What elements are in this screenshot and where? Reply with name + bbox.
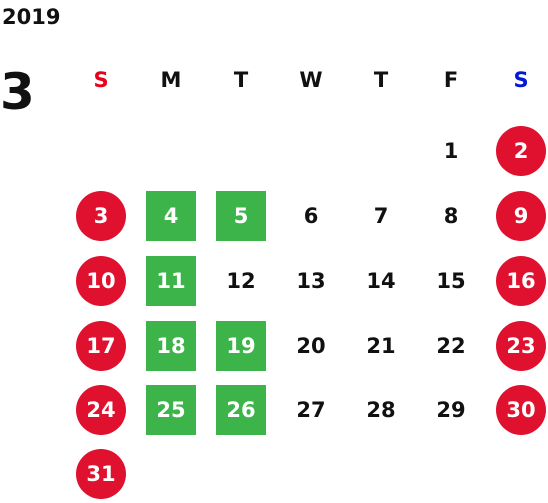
day-cell[interactable]: 4 [146,191,196,241]
weekday-sunday: S [93,68,109,92]
year-label: 2019 [2,5,61,29]
day-cell[interactable]: 22 [436,334,466,358]
day-cell[interactable]: 27 [296,398,326,422]
day-cell[interactable]: 5 [216,191,266,241]
day-cell[interactable]: 13 [296,269,326,293]
day-cell[interactable]: 30 [496,385,546,435]
day-cell[interactable]: 10 [76,256,126,306]
day-cell[interactable]: 21 [366,334,396,358]
day-cell[interactable]: 24 [76,385,126,435]
weekday-tuesday: T [233,68,249,92]
day-cell[interactable]: 6 [303,204,319,228]
day-cell[interactable]: 11 [146,256,196,306]
day-cell[interactable]: 20 [296,334,326,358]
weekday-friday: F [443,68,459,92]
day-cell[interactable]: 19 [216,321,266,371]
weekday-monday: M [160,68,182,92]
day-cell[interactable]: 23 [496,321,546,371]
day-cell[interactable]: 2 [496,126,546,176]
weekday-wednesday: W [299,68,323,92]
day-cell[interactable]: 29 [436,398,466,422]
day-cell[interactable]: 26 [216,385,266,435]
day-cell[interactable]: 28 [366,398,396,422]
day-cell[interactable]: 18 [146,321,196,371]
day-cell[interactable]: 25 [146,385,196,435]
day-cell[interactable]: 14 [366,269,396,293]
weekday-saturday: S [513,68,529,92]
day-cell[interactable]: 17 [76,321,126,371]
month-number: 3 [0,63,35,121]
day-cell[interactable]: 16 [496,256,546,306]
day-cell[interactable]: 15 [436,269,466,293]
day-cell[interactable]: 8 [443,204,459,228]
day-cell[interactable]: 1 [443,139,459,163]
day-cell[interactable]: 9 [496,191,546,241]
weekday-thursday: T [373,68,389,92]
day-cell[interactable]: 3 [76,191,126,241]
day-cell[interactable]: 12 [226,269,256,293]
day-cell[interactable]: 31 [76,449,126,499]
day-cell[interactable]: 7 [373,204,389,228]
